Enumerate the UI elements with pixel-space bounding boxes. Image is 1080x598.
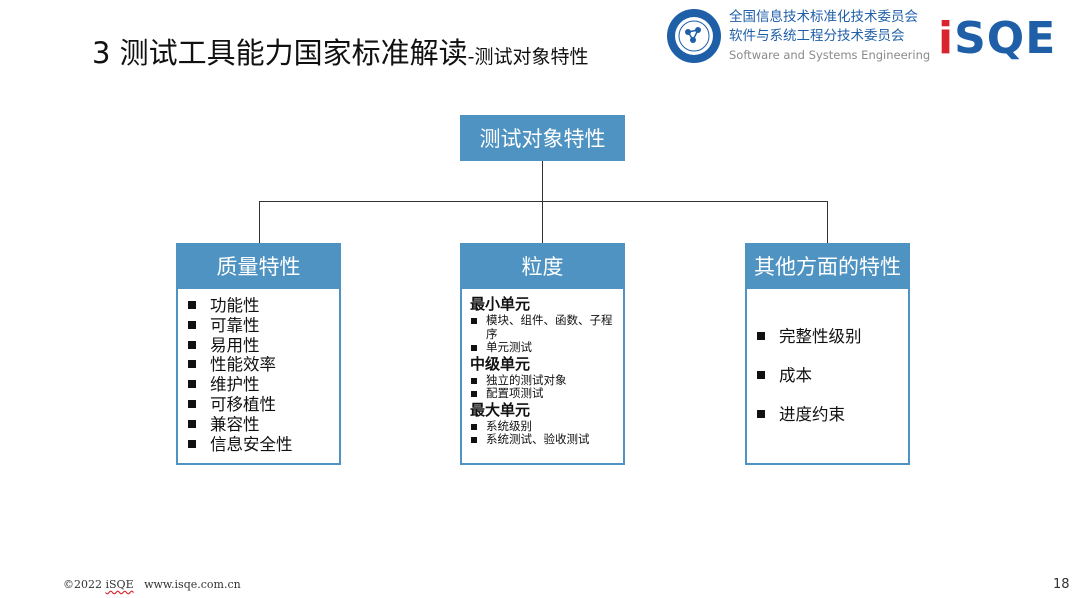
list-item: 进度约束 bbox=[757, 405, 908, 425]
footer-url: www.isqe.com.cn bbox=[133, 578, 241, 591]
bullet-icon bbox=[757, 410, 765, 418]
list-item: 信息安全性 bbox=[188, 435, 339, 455]
list-item: 功能性 bbox=[188, 296, 339, 316]
granularity-group-title: 最小单元 bbox=[470, 295, 531, 313]
footer-brand: iSQE bbox=[105, 578, 134, 591]
bullet-icon bbox=[471, 391, 477, 397]
bullet-icon bbox=[471, 437, 477, 443]
other-header-label: 其他方面的特性 bbox=[754, 254, 901, 279]
quality-header-label: 质量特性 bbox=[216, 254, 301, 279]
granularity-group-title: 最大单元 bbox=[470, 400, 531, 419]
granularity-header: 粒度 bbox=[460, 243, 625, 288]
list-item: 模块、组件、函数、子程序 bbox=[470, 313, 617, 341]
page-number: 18 bbox=[1053, 577, 1070, 592]
bullet-icon bbox=[471, 345, 477, 351]
bullet-icon bbox=[188, 340, 196, 349]
other-list: 完整性级别 成本 进度约束 bbox=[747, 289, 908, 425]
list-item: 易用性 bbox=[188, 336, 339, 356]
other-panel: 完整性级别 成本 进度约束 bbox=[745, 287, 910, 465]
list-item: 可移植性 bbox=[188, 395, 339, 415]
connector-horizontal bbox=[259, 201, 828, 202]
list-item: 维护性 bbox=[188, 375, 339, 395]
granularity-group-title: 中级单元 bbox=[470, 354, 531, 373]
connector-middle bbox=[542, 201, 543, 243]
bullet-icon bbox=[757, 332, 765, 340]
bullet-icon bbox=[757, 371, 765, 379]
bullet-icon bbox=[471, 423, 477, 430]
bullet-icon bbox=[188, 419, 196, 428]
list-item: 独立的测试对象 bbox=[470, 373, 617, 388]
granularity-header-label: 粒度 bbox=[521, 254, 564, 279]
isqe-logo: iSQE bbox=[938, 13, 1056, 64]
title-subtitle: -测试对象特性 bbox=[467, 46, 589, 68]
other-header: 其他方面的特性 bbox=[745, 243, 910, 288]
root-node-label: 测试对象特性 bbox=[479, 127, 606, 151]
title-main: 3 测试工具能力国家标准解读 bbox=[92, 36, 468, 70]
list-item: 配置项测试 bbox=[470, 386, 617, 401]
org-line-2: 软件与系统工程分技术委员会 bbox=[729, 28, 905, 44]
connector-right bbox=[827, 201, 828, 243]
list-item: 可靠性 bbox=[188, 316, 339, 336]
organization-name: 全国信息技术标准化技术委员会 软件与系统工程分技术委员会 Software an… bbox=[729, 8, 930, 65]
bullet-icon bbox=[188, 399, 196, 408]
quality-panel: 功能性 可靠性 易用性 性能效率 维护性 可移植性 兼容性 信息安全性 bbox=[176, 287, 341, 465]
quality-list: 功能性 可靠性 易用性 性能效率 维护性 可移植性 兼容性 信息安全性 bbox=[178, 289, 339, 454]
list-item: 兼容性 bbox=[188, 415, 339, 435]
connector-root-stem bbox=[542, 160, 543, 202]
granularity-panel: 最小单元 模块、组件、函数、子程序 单元测试 中级单元 独立的测试对象 配置项测… bbox=[460, 287, 625, 465]
slide-title: 3 测试工具能力国家标准解读-测试对象特性 bbox=[92, 30, 589, 72]
isqe-logo-rest: SQE bbox=[954, 13, 1057, 64]
connector-left bbox=[259, 201, 260, 243]
footer-copyright: ©2022 iSQE www.isqe.com.cn bbox=[63, 578, 241, 591]
bullet-icon bbox=[188, 320, 196, 329]
list-item: 系统测试、验收测试 bbox=[470, 432, 617, 447]
bullet-icon bbox=[188, 380, 196, 389]
list-item: 性能效率 bbox=[188, 355, 339, 375]
list-item: 成本 bbox=[757, 366, 908, 386]
committee-seal-icon bbox=[667, 9, 721, 63]
list-item: 单元测试 bbox=[470, 340, 617, 355]
list-item: 完整性级别 bbox=[757, 327, 908, 347]
root-node: 测试对象特性 bbox=[460, 115, 625, 161]
bullet-icon bbox=[188, 360, 196, 369]
list-item: 系统级别 bbox=[470, 419, 617, 434]
quality-header: 质量特性 bbox=[176, 243, 341, 288]
bullet-icon bbox=[471, 318, 477, 324]
bullet-icon bbox=[471, 377, 477, 384]
bullet-icon bbox=[188, 439, 196, 448]
bullet-icon bbox=[188, 301, 196, 309]
org-line-3: Software and Systems Engineering bbox=[729, 48, 931, 62]
org-line-1: 全国信息技术标准化技术委员会 bbox=[729, 9, 918, 25]
isqe-logo-i: i bbox=[938, 13, 955, 64]
